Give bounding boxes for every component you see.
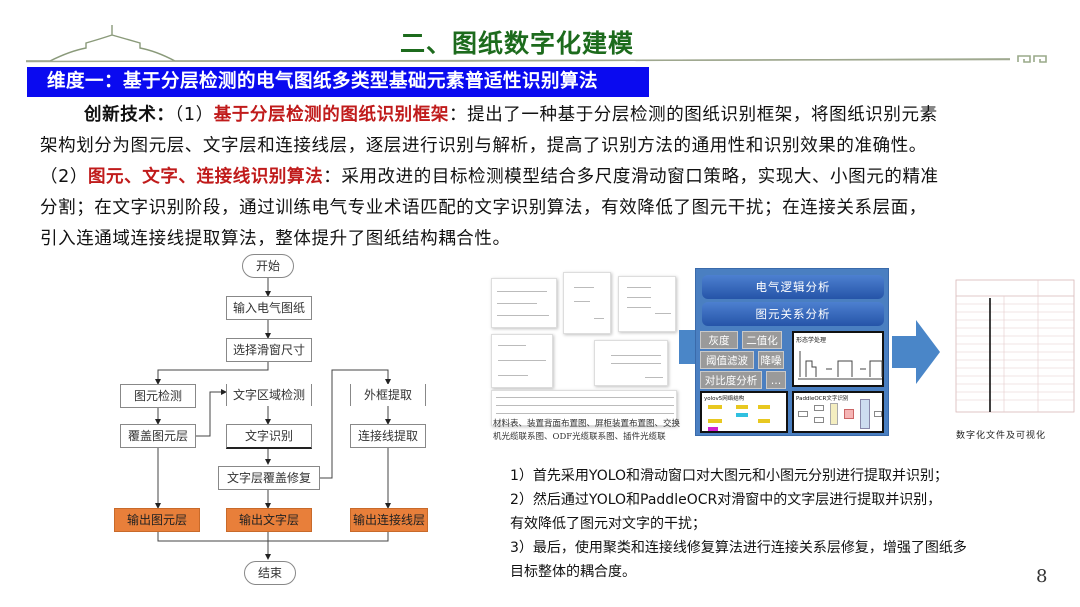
section-banner: 维度一：基于分层检测的电气图纸多类型基础元素普适性识别算法 [27, 67, 649, 97]
flow-text-cover-repair: 文字层覆盖修复 [218, 466, 320, 490]
item1-title: 基于分层检测的图纸识别框架 [213, 105, 449, 125]
method-steps: 1）首先采用YOLO和滑动窗口对大图元和小图元分别进行提取并识别； 2）然后通过… [510, 464, 967, 584]
step-1: 1）首先采用YOLO和滑动窗口对大图元和小图元分别进行提取并识别； [510, 468, 949, 484]
drawing-thumbnail [618, 276, 676, 332]
innovation-label: 创新技术： [84, 105, 175, 125]
item1-text: ：提出了一种基于分层检测的图纸识别框架，将图纸识别元素 [449, 105, 938, 125]
flow-end: 结束 [244, 561, 296, 585]
arrow-connector [679, 330, 697, 364]
flowchart-connectors [155, 275, 391, 560]
yolov5-network-image: yolov5网络结构 [700, 391, 788, 433]
chip-more: … [766, 371, 786, 389]
digitized-table-image [955, 279, 1075, 413]
morphology-title: 形态学处理 [796, 337, 827, 344]
analysis-panel: 电气逻辑分析 图元关系分析 灰度 二值化 阈值滤波 降噪 对比度分析 … 形态学… [695, 268, 889, 436]
chip-contrast-analysis: 对比度分析 [700, 371, 762, 389]
drawing-thumbnail [491, 334, 553, 388]
flow-text-region-detect: 文字区域检测 [226, 384, 312, 406]
drawing-thumbnail [563, 272, 611, 334]
item2-title: 图元、文字、连接线识别算法 [87, 167, 324, 187]
drawing-thumbnail [594, 340, 668, 386]
page-title: 二、图纸数字化建模 [400, 29, 635, 58]
paddleocr-image: PaddleOCR文字识别 [792, 391, 884, 433]
flow-input-drawing: 输入电气图纸 [226, 296, 312, 320]
item2-text: ：采用改进的目标检测模型结合多尺度滑动窗口策略，实现大、小图元的精准 [323, 167, 939, 187]
intro-line-1: 创新技术：（1）基于分层检测的图纸识别框架：提出了一种基于分层检测的图纸识别框架… [40, 100, 1060, 131]
fret-ornament-icon [1017, 55, 1047, 63]
innovation-description: 创新技术：（1）基于分层检测的图纸识别框架：提出了一种基于分层检测的图纸识别框架… [40, 100, 1060, 255]
digitized-caption: 数字化文件及可视化 [956, 431, 1047, 441]
morphology-image: 形态学处理 [792, 331, 884, 387]
flow-text-recognize: 文字识别 [226, 424, 312, 449]
step-2-continued: 有效降低了图元对文字的干扰； [510, 516, 706, 532]
intro-line-2: 架构划分为图元层、文字层和连接线层，逐层进行识别与解析，提高了识别方法的通用性和… [40, 136, 927, 156]
step-2: 2）然后通过YOLO和PaddleOCR对滑窗中的文字层进行提取并识别， [510, 492, 942, 508]
flow-line-extract: 连接线提取 [350, 424, 426, 448]
yolov5-title: yolov5网络结构 [704, 396, 745, 402]
flow-start: 开始 [242, 254, 294, 278]
intro-line-5: 引入连通域连接线提取算法，整体提升了图纸结构耦合性。 [40, 229, 511, 249]
flow-symbol-detect: 图元检测 [120, 384, 196, 408]
recognition-flowchart: 开始 输入电气图纸 选择滑窗尺寸 图元检测 文字区域检测 外框提取 覆盖图元层 … [100, 252, 480, 592]
flow-cover-symbol: 覆盖图元层 [120, 424, 196, 448]
chip-binarize: 二值化 [742, 331, 782, 349]
pipeline-figure: 材料表、装置背面布置图、屏柜装置布置图、交换机光缆联系图、ODF光缆联系图、插件… [488, 268, 1080, 458]
step-3-continued: 目标整体的耦合度。 [510, 564, 636, 580]
paddleocr-title: PaddleOCR文字识别 [796, 396, 849, 402]
item2-number: （2） [40, 167, 88, 187]
chip-grayscale: 灰度 [700, 331, 738, 349]
item1-number: （1） [174, 105, 214, 125]
chip-threshold-filter: 阈值滤波 [700, 351, 754, 369]
intro-line-3: （2）图元、文字、连接线识别算法：采用改进的目标检测模型结合多尺度滑动窗口策略，… [40, 162, 1060, 193]
header-decoration [25, 25, 1047, 63]
flow-output-line: 输出连接线层 [350, 508, 428, 532]
right-arrow-icon [892, 320, 940, 384]
electrical-logic-analysis-bar: 电气逻辑分析 [702, 275, 884, 299]
page-number: 8 [1036, 566, 1048, 587]
flow-select-window: 选择滑窗尺寸 [226, 338, 312, 362]
material-table-thumbnail [491, 390, 677, 426]
flow-output-symbol: 输出图元层 [114, 508, 200, 532]
drawings-caption: 材料表、装置背面布置图、屏柜装置布置图、交换机光缆联系图、ODF光缆联系图、插件… [493, 419, 681, 442]
symbol-relation-analysis-bar: 图元关系分析 [702, 302, 884, 326]
step-3: 3）最后，使用聚类和连接线修复算法进行连接关系层修复，增强了图纸多 [510, 540, 967, 556]
drawing-thumbnail [491, 278, 557, 328]
flow-frame-extract: 外框提取 [350, 384, 426, 406]
intro-line-4: 分割；在文字识别阶段，通过训练电气专业术语匹配的文字识别算法，有效降低了图元干扰… [40, 198, 927, 218]
flow-output-text: 输出文字层 [226, 508, 312, 532]
chip-denoise: 降噪 [758, 351, 784, 369]
